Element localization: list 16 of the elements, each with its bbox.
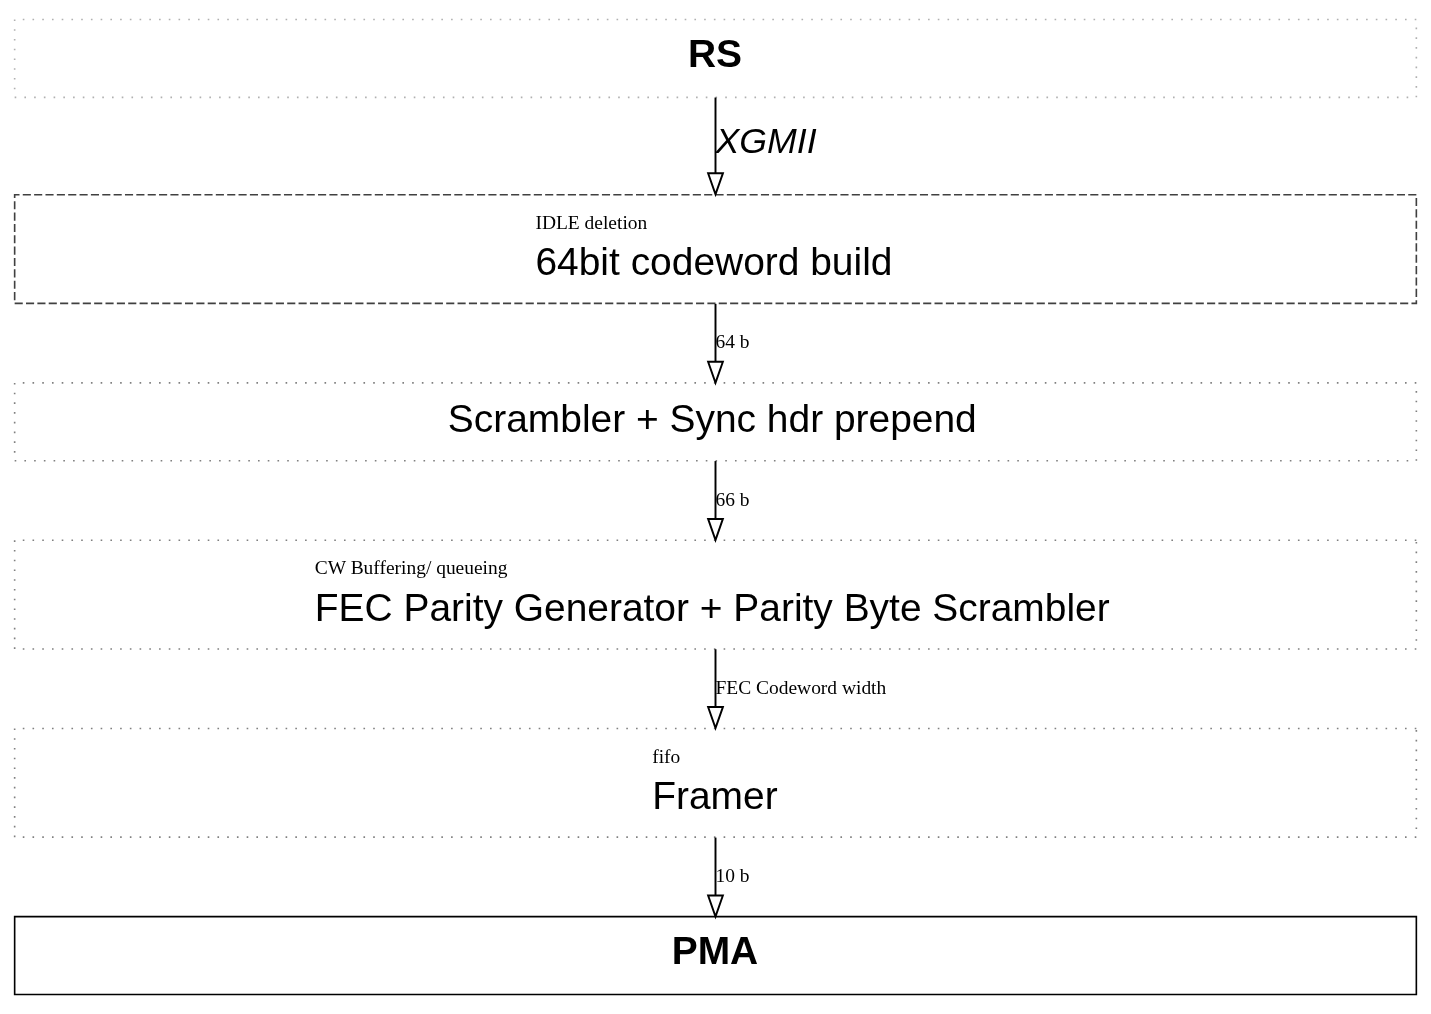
arrow [706,96,725,198]
arrow [706,836,725,920]
arrow [706,460,725,543]
node-box: PMA [13,915,1418,996]
edge-label: FEC Codeword width [715,676,887,698]
node-box: RS [13,18,1418,99]
arrow [706,302,725,386]
edge-label: XGMII [715,121,817,162]
node-box: CW Buffering/ queueing FEC Parity Generator + Parity Byte Scrambler [13,539,1418,650]
node-box: IDLE deletion 64bit codeword build [13,193,1418,305]
edge-label: 64 b [715,331,750,353]
arrow [706,648,725,732]
node-box: fifo Framer [13,727,1418,838]
node-box: Scrambler + Sync hdr prepend [13,382,1418,462]
edge-label: 10 b [715,864,750,886]
edge-label: 66 b [715,488,750,510]
